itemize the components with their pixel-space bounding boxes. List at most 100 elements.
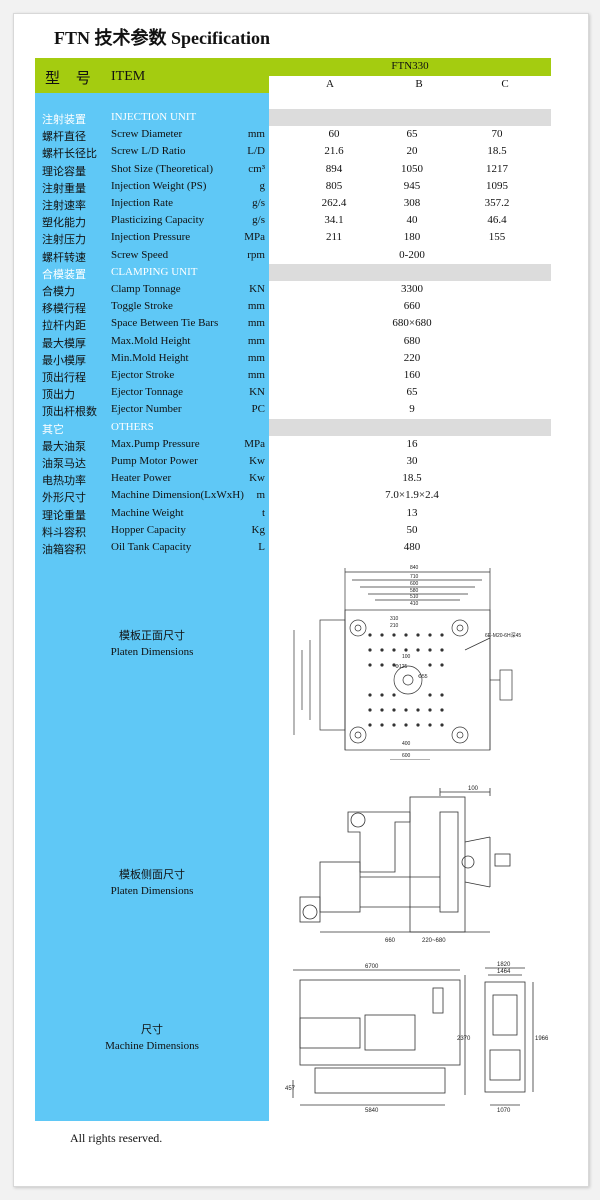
- spec-label-cn: 料斗容积: [42, 526, 86, 539]
- spec-unit: MPa: [244, 437, 265, 450]
- spec-label-en: Pump Motor Power: [111, 455, 198, 467]
- spec-label-en: Injection Pressure: [111, 231, 191, 244]
- spec-label-en: Clamp Tonnage: [111, 283, 181, 295]
- header-label-en: ITEM: [111, 69, 146, 84]
- spec-value: 18.5: [402, 472, 422, 485]
- spec-value-a: 60: [328, 128, 340, 141]
- column-header-a: A: [326, 78, 334, 90]
- svg-text:510: 510: [410, 594, 419, 600]
- spec-unit: MPa: [244, 231, 265, 244]
- diagram-label-side: 模板侧面尺寸 Platen Dimensions: [35, 866, 269, 897]
- svg-text:5840: 5840: [365, 1108, 379, 1114]
- spec-label-cn: 移模行程: [42, 303, 86, 316]
- spec-label-cn: 拉杆内距: [42, 320, 86, 333]
- spec-label-cn: 顶出杆根数: [42, 406, 97, 419]
- spec-label-cn: 最大模厚: [42, 337, 86, 350]
- header-label-cell: [35, 58, 269, 93]
- svg-text:1464: 1464: [497, 969, 511, 975]
- spec-value-a: 211: [325, 231, 343, 244]
- spec-value: 9: [409, 403, 415, 416]
- spec-label-en: Heater Power: [111, 472, 172, 485]
- spec-value-c: 357.2: [484, 197, 510, 209]
- spec-unit: m: [256, 489, 265, 502]
- spec-unit: g/s: [252, 197, 265, 209]
- spec-unit: mm: [247, 128, 265, 141]
- column-header-c: C: [501, 78, 509, 90]
- spec-value: 480: [403, 541, 421, 553]
- spec-value-b: 65: [406, 128, 418, 141]
- spec-unit: Kw: [249, 472, 265, 485]
- spec-unit: t: [261, 506, 265, 519]
- spec-unit: L/D: [247, 145, 265, 158]
- platen-side-drawing: 100 660 220~680: [299, 786, 511, 944]
- spec-label-en: Max.Pump Pressure: [111, 437, 200, 450]
- spec-value-c: 18.5: [487, 145, 507, 158]
- spec-label-en: Ejector Stroke: [111, 369, 175, 381]
- spec-label-cn: 注射速率: [42, 200, 86, 212]
- spec-label-cn: 顶出行程: [42, 372, 86, 384]
- spec-unit: Kw: [249, 455, 265, 467]
- spec-label-cn: 最大油泵: [42, 440, 86, 453]
- model-name: FTN330: [391, 60, 429, 72]
- spec-value-b: 20: [406, 145, 418, 158]
- spec-label-cn: 油泵马达: [42, 458, 86, 470]
- spec-value: 30: [406, 455, 418, 467]
- section-band: [269, 418, 551, 436]
- spec-label-cn: 外形尺寸: [42, 492, 86, 505]
- spec-unit: mm: [247, 351, 265, 364]
- spec-label-cn: 合模力: [42, 286, 75, 298]
- spec-value-c: 46.4: [487, 214, 507, 227]
- spec-value-a: 21.6: [324, 145, 344, 158]
- spec-label-en: Space Between Tie Bars: [111, 317, 219, 330]
- svg-text:1966: 1966: [535, 1036, 549, 1042]
- footer-rights: All rights reserved.: [70, 1131, 163, 1145]
- svg-text:1820: 1820: [497, 962, 511, 968]
- spec-value-b: 40: [406, 214, 418, 227]
- diagram-label-machine: 尺寸 Machine Dimensions: [35, 1021, 269, 1052]
- spec-label-cn: 理论容量: [42, 165, 86, 178]
- page-title: FTN 技术参数 Specification: [54, 28, 270, 48]
- diagram-label-side-cn: 模板侧面尺寸: [119, 869, 185, 881]
- diagram-label-machine-cn: 尺寸: [141, 1024, 163, 1036]
- spec-unit: cm³: [248, 162, 265, 175]
- spec-unit: mm: [247, 334, 265, 347]
- diagram-label-front: 模板正面尺寸 Platen Dimensions: [35, 627, 269, 658]
- spec-label-cn: 注射压力: [42, 234, 86, 247]
- spec-value: 50: [406, 523, 418, 536]
- spec-label-en: Machine Dimension(LxWxH): [111, 489, 244, 502]
- spec-label-en: Ejector Tonnage: [111, 386, 184, 399]
- section-band: [269, 263, 551, 281]
- spec-unit: KN: [249, 386, 265, 399]
- spec-unit: L: [258, 541, 265, 553]
- spec-label-en: Min.Mold Height: [111, 351, 189, 364]
- svg-text:2370: 2370: [457, 1036, 471, 1042]
- spec-value: 680×680: [392, 317, 432, 330]
- spec-value: 680: [403, 334, 421, 347]
- diagram-label-front-cn: 模板正面尺寸: [119, 630, 185, 642]
- spec-label-en: Screw Speed: [111, 248, 169, 261]
- spec-label-en: Injection Rate: [111, 197, 174, 209]
- section-title-en: OTHERS: [111, 420, 154, 433]
- spec-value-b: 308: [403, 197, 421, 209]
- svg-text:400: 400: [402, 741, 411, 747]
- section-title-en: CLAMPING UNIT: [111, 265, 198, 278]
- svg-text:Φ125: Φ125: [395, 664, 408, 670]
- svg-text:6700: 6700: [365, 964, 379, 970]
- section-title-en: INJECTION UNIT: [111, 111, 197, 123]
- spec-label-cn: 螺杆直径: [42, 131, 86, 144]
- spec-label-en: Shot Size (Theoretical): [111, 162, 214, 175]
- svg-text:710: 710: [410, 574, 419, 580]
- spec-label-en: Screw Diameter: [111, 128, 183, 141]
